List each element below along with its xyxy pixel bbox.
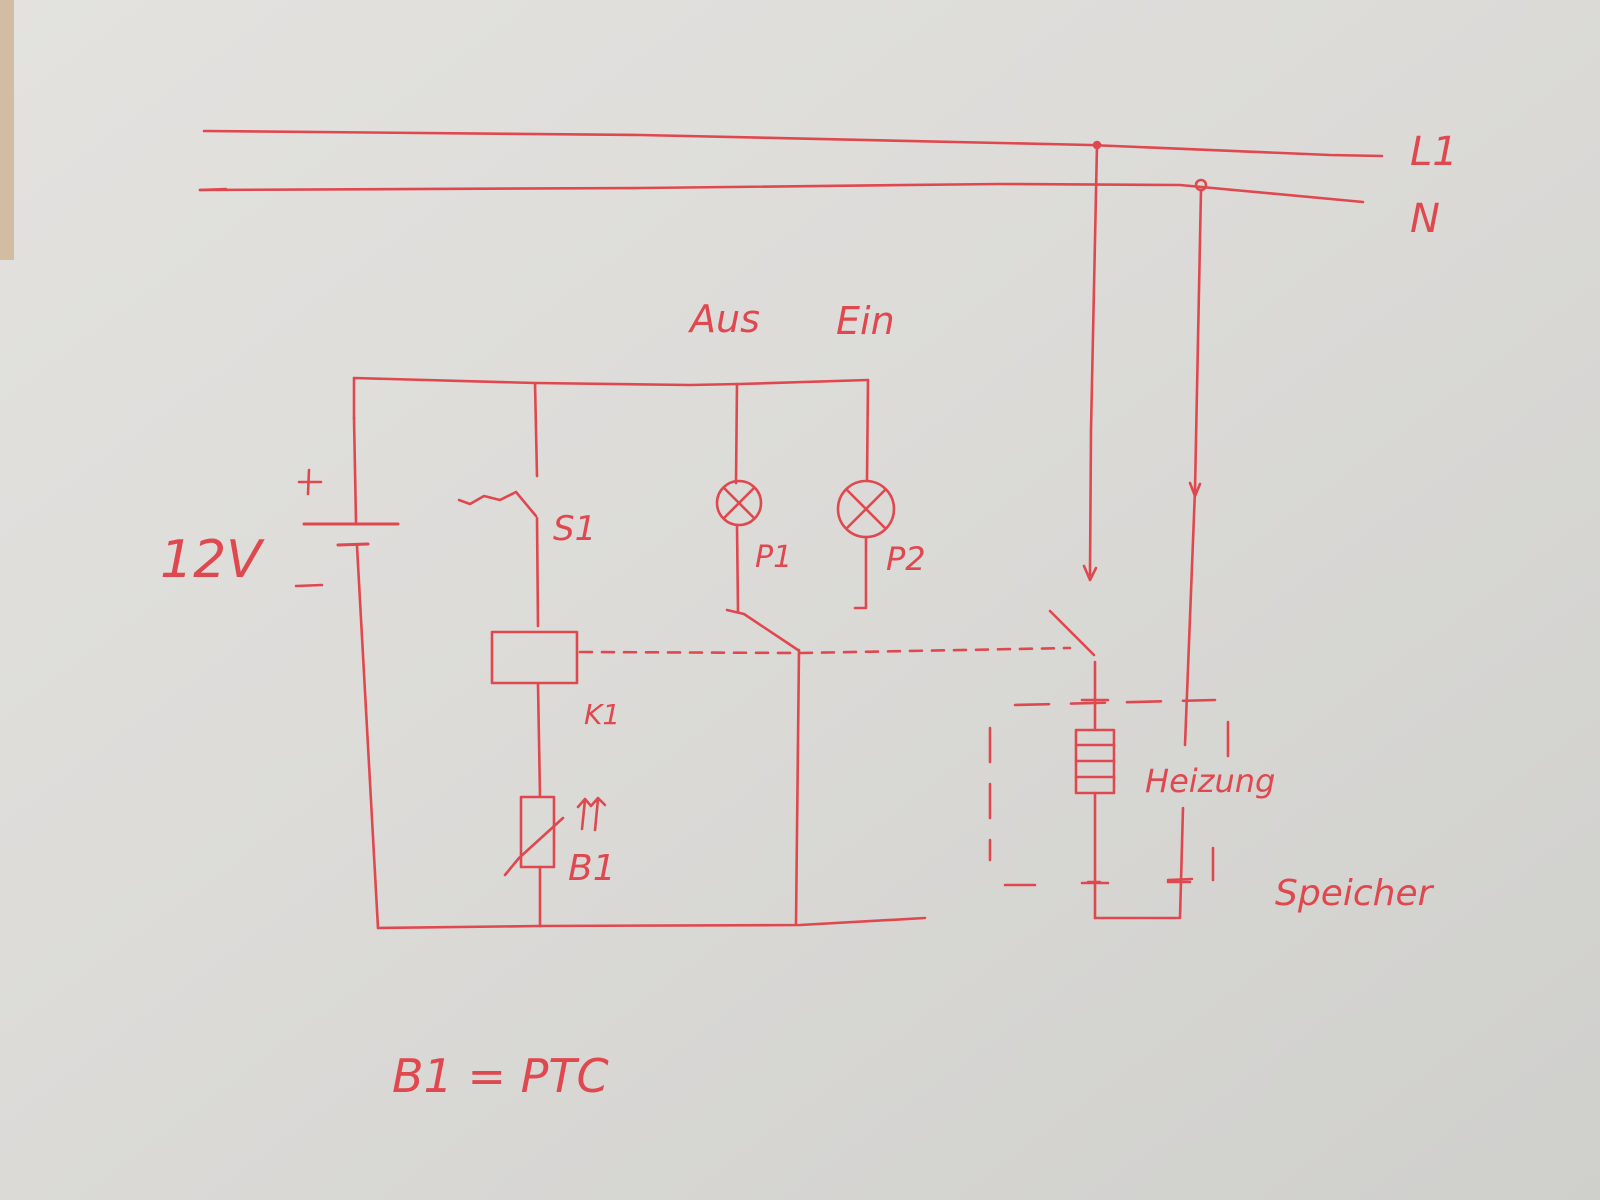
p2-wire-down (853, 535, 868, 610)
relay-to-sensor-wire (536, 682, 542, 798)
table-edge (0, 0, 14, 260)
neutral-arrow-tick (1188, 481, 1202, 498)
heater-switch-contact (1048, 609, 1096, 657)
phase-drop-wire (1088, 143, 1099, 577)
neutral-drop-wire (1183, 188, 1203, 747)
label-heizung: Heizung (1145, 762, 1275, 800)
ptc-arrows (576, 796, 607, 832)
sensor-b1-ptc (519, 795, 556, 869)
label-b1: B1 (568, 848, 616, 889)
phase-arrow-tick (1082, 564, 1098, 582)
label-12v: 12V (160, 530, 265, 590)
left-wire-lower (355, 544, 380, 930)
s1-wire-to-relay (535, 516, 540, 628)
phase-rail-l1 (202, 129, 1384, 158)
p2-wire-top (865, 378, 870, 482)
lamp-p1 (715, 479, 763, 527)
p1-wire-top (734, 382, 739, 485)
lamp-p1-cross (722, 486, 756, 520)
label-k1: K1 (584, 698, 620, 731)
minus-mark (294, 583, 324, 588)
label-speicher: Speicher (1275, 873, 1435, 914)
label-n: N (1410, 196, 1440, 242)
label-legend-ptc: B1 = PTC (392, 1049, 609, 1103)
changeover-contact (725, 608, 800, 652)
neutral-rail-start-tick (198, 187, 228, 192)
relay-k1-coil (490, 630, 579, 685)
label-ein: Ein (836, 299, 895, 343)
neutral-rail-n (198, 182, 1365, 204)
tank-outline-dashed (988, 698, 1230, 887)
s1-switch-contact (457, 490, 538, 518)
lamp-p2-cross (845, 488, 887, 530)
p1-wire-down (735, 523, 740, 614)
label-p2: P2 (886, 540, 926, 578)
changeover-common-wire (794, 648, 801, 926)
battery-upper-lead (352, 416, 358, 524)
label-l1: L1 (1410, 129, 1458, 175)
sensor-b1-ptc-slash (503, 816, 565, 877)
heater-return-wire (1093, 806, 1185, 920)
control-bottom-wire (376, 916, 927, 930)
control-top-wire (352, 376, 870, 387)
battery-short-plate (336, 542, 370, 547)
label-aus: Aus (687, 297, 760, 341)
label-s1: S1 (553, 509, 596, 549)
heater-bottom-ticks (1080, 877, 1194, 885)
heating-element-bands (1074, 743, 1116, 779)
label-p1: P1 (755, 540, 792, 575)
s1-wire-top (533, 381, 539, 478)
plus-mark (297, 468, 323, 496)
